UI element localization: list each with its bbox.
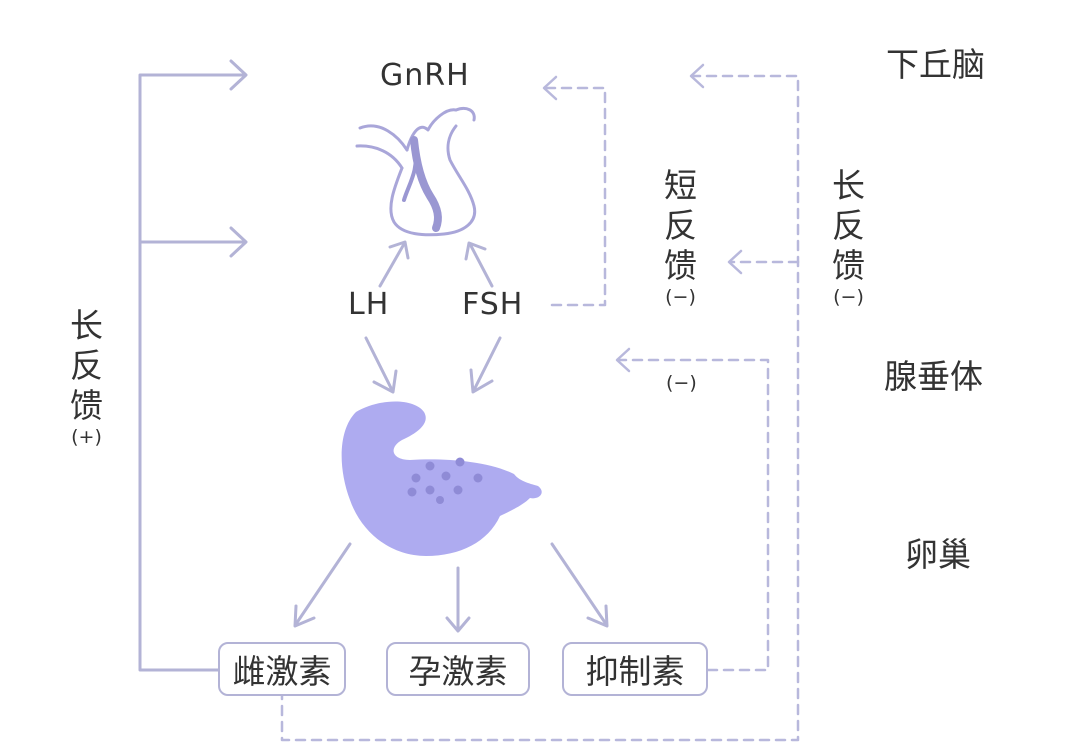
feedback-char: 馈 [832, 246, 865, 285]
long-negative-feedback-path [280, 74, 800, 742]
feedback-char: 馈 [70, 386, 103, 425]
feedback-char: 长 [70, 306, 103, 345]
pituitary-gland-illustration [355, 106, 477, 237]
gnrh-label: GnRH [380, 58, 470, 93]
feedback-char: 短 [664, 166, 697, 205]
short-feedback-path [543, 86, 607, 307]
dashed-feedback-lines [280, 74, 800, 742]
feedback-char: 反 [70, 346, 103, 385]
hypothalamus-label: 下丘脑 [886, 45, 985, 84]
inhibin-feedback-path [616, 358, 770, 672]
feedback-char: 反 [832, 206, 865, 245]
lh-label: LH [348, 287, 390, 322]
negative-sign: (−) [665, 286, 696, 308]
ovary-output-arrows [293, 542, 609, 633]
left-long-feedback-bracket [138, 59, 248, 672]
short-feedback-label: 短 反 馈 (−) [664, 166, 697, 308]
dashed-arrowheads [542, 63, 743, 373]
ovary-label: 卵巢 [905, 535, 971, 574]
fsh-label: FSH [462, 287, 524, 322]
ovary-illustration [341, 401, 542, 556]
feedback-char: 馈 [664, 246, 697, 285]
lh-fsh-downward-arrows [364, 336, 502, 394]
left-long-feedback-label: 长 反 馈 (+) [70, 306, 103, 448]
progesterone-box: 孕激素 [386, 642, 530, 696]
pituitary-label: 腺垂体 [884, 357, 983, 396]
negative-sign: (−) [833, 286, 864, 308]
positive-sign: (+) [71, 426, 102, 448]
inhibin-box: 抑制素 [562, 642, 708, 696]
right-long-feedback-label: 长 反 馈 (−) [832, 166, 865, 308]
lh-fsh-upward-arrows [378, 240, 494, 288]
inhibin-negative-sign: (−) [666, 372, 697, 394]
estrogen-box: 雌激素 [218, 642, 346, 696]
feedback-char: 长 [832, 166, 865, 205]
feedback-char: 反 [664, 206, 697, 245]
